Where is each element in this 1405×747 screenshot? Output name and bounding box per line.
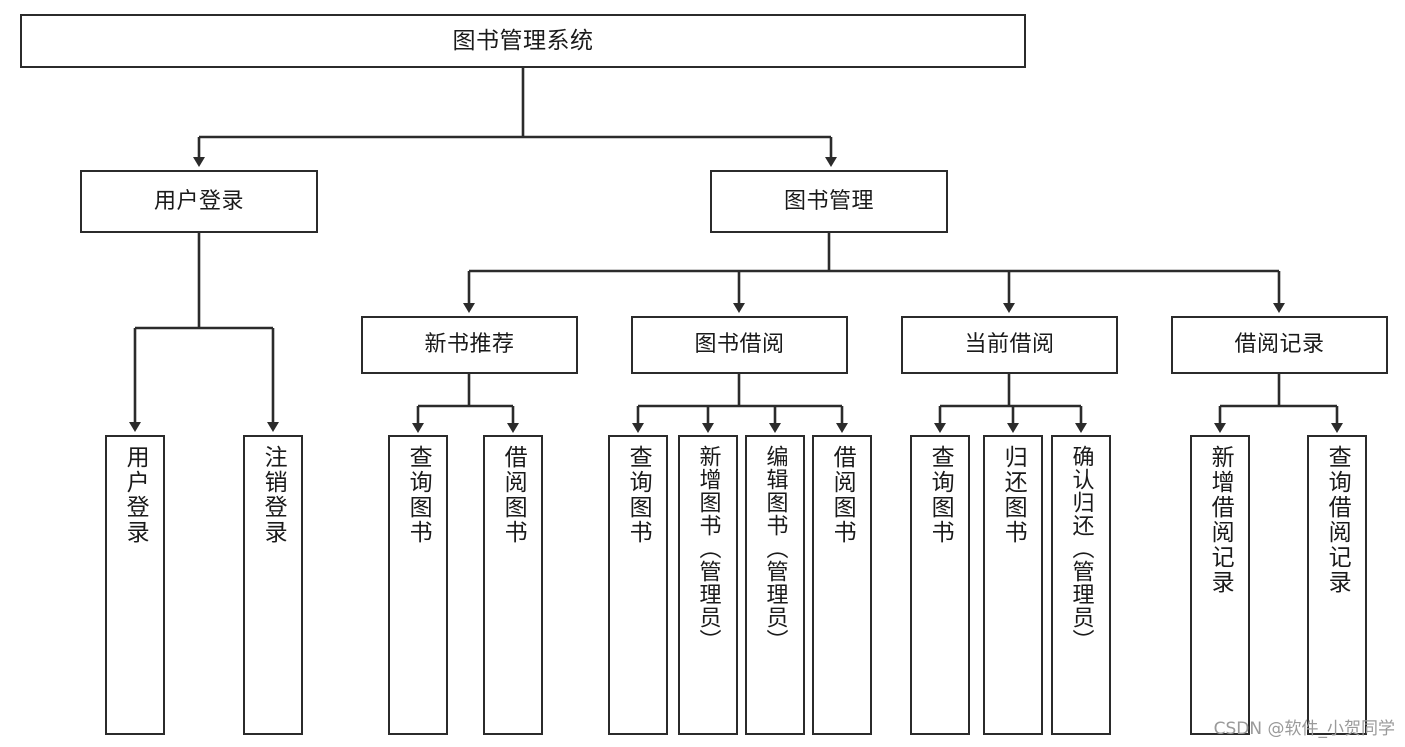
node-leaf-add-book-label: 新增图书（管理员） [695,445,721,652]
node-leaf-confirm-return-label: 确认归还（管理员） [1068,445,1094,652]
node-new-book-rec-label: 新书推荐 [424,332,515,358]
node-leaf-query-book-3-label: 查询图书 [927,445,954,545]
node-root[interactable]: 图书管理系统 [20,14,1026,68]
node-leaf-add-record[interactable]: 新增借阅记录 [1190,435,1250,735]
node-new-book-rec[interactable]: 新书推荐 [361,316,578,374]
node-leaf-add-book[interactable]: 新增图书（管理员） [678,435,738,735]
node-current-borrow[interactable]: 当前借阅 [901,316,1118,374]
node-book-manage[interactable]: 图书管理 [710,170,948,233]
node-leaf-query-book-1[interactable]: 查询图书 [388,435,448,735]
node-leaf-edit-book-label: 编辑图书（管理员） [762,445,788,652]
node-current-borrow-label: 当前借阅 [964,332,1055,358]
node-borrow-record[interactable]: 借阅记录 [1171,316,1388,374]
node-leaf-return-book-label: 归还图书 [1000,445,1027,545]
node-leaf-query-book-3[interactable]: 查询图书 [910,435,970,735]
node-leaf-query-book-2[interactable]: 查询图书 [608,435,668,735]
node-leaf-borrow-book-2[interactable]: 借阅图书 [812,435,872,735]
node-leaf-return-book[interactable]: 归还图书 [983,435,1043,735]
node-book-manage-label: 图书管理 [783,188,874,214]
node-leaf-logout-label: 注销登录 [260,445,287,545]
node-leaf-borrow-book-2-label: 借阅图书 [829,445,856,545]
node-leaf-user-login-label: 用户登录 [122,445,149,545]
node-leaf-confirm-return[interactable]: 确认归还（管理员） [1051,435,1111,735]
node-user-login-label: 用户登录 [153,188,244,214]
node-book-borrow[interactable]: 图书借阅 [631,316,848,374]
node-leaf-add-record-label: 新增借阅记录 [1207,445,1234,595]
node-leaf-query-record[interactable]: 查询借阅记录 [1307,435,1367,735]
node-leaf-borrow-book-1-label: 借阅图书 [500,445,527,545]
node-user-login[interactable]: 用户登录 [80,170,318,233]
watermark-text: CSDN @软件_小贺同学 [1213,719,1395,739]
node-leaf-user-login[interactable]: 用户登录 [105,435,165,735]
node-leaf-edit-book[interactable]: 编辑图书（管理员） [745,435,805,735]
node-leaf-query-record-label: 查询借阅记录 [1324,445,1351,595]
node-book-borrow-label: 图书借阅 [694,332,785,358]
node-leaf-query-book-2-label: 查询图书 [625,445,652,545]
node-leaf-borrow-book-1[interactable]: 借阅图书 [483,435,543,735]
node-leaf-logout[interactable]: 注销登录 [243,435,303,735]
node-root-label: 图书管理系统 [452,27,594,54]
node-leaf-query-book-1-label: 查询图书 [405,445,432,545]
node-borrow-record-label: 借阅记录 [1234,332,1325,358]
